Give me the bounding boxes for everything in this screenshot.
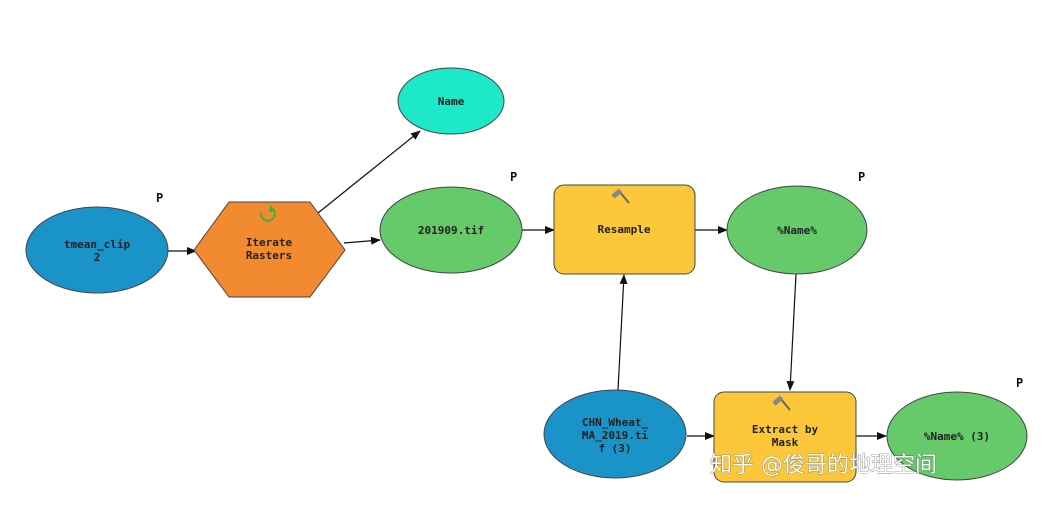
iterate-arrow-icon	[259, 205, 276, 222]
node-name-variable[interactable]: %Name%	[726, 185, 868, 275]
node-tmean-clip[interactable]: tmean_clip 2	[25, 206, 169, 294]
node-name-variable-3-marker: P	[1016, 376, 1023, 390]
connector-namevar-to-extract	[786, 273, 797, 391]
node-name-variable-label: %Name%	[777, 224, 817, 237]
node-name-variable-marker: P	[858, 170, 865, 184]
watermark-text: 知乎 @俊哥的地理空间	[710, 453, 937, 478]
node-tmean-clip-marker: P	[156, 191, 163, 205]
node-iterate-line1: Iterate	[246, 236, 293, 249]
node-201909-tif-marker: P	[510, 170, 517, 184]
node-extract-line2: Mask	[772, 436, 799, 449]
node-tmean-clip-line2: 2	[94, 251, 101, 264]
node-name-variable-3-label: %Name% (3)	[924, 430, 990, 443]
node-resample[interactable]: Resample	[553, 184, 696, 275]
connector-iterate-to-tif	[343, 236, 381, 245]
node-iterate-line2: Rasters	[246, 249, 292, 262]
node-chn-wheat-line1: CHN_Wheat_	[582, 416, 649, 429]
node-chn-wheat[interactable]: CHN_Wheat_ MA_2019.ti f (3)	[543, 389, 687, 479]
node-chn-wheat-line3: f (3)	[598, 442, 631, 455]
connector-chn-to-resample	[617, 274, 628, 391]
hammer-icon	[611, 188, 630, 204]
node-name-variable-3[interactable]: %Name% (3)	[886, 391, 1028, 481]
node-resample-label: Resample	[598, 223, 651, 236]
node-name[interactable]: Name	[397, 67, 505, 135]
node-201909-tif-label: 201909.tif	[418, 224, 484, 237]
node-201909-tif[interactable]: 201909.tif	[379, 186, 523, 274]
node-chn-wheat-line2: MA_2019.ti	[582, 429, 649, 442]
node-extract-line1: Extract by	[752, 423, 819, 436]
node-iterate-rasters[interactable]: Iterate Rasters	[193, 201, 346, 298]
node-name-label: Name	[438, 95, 465, 108]
connector-iterate-to-name	[317, 130, 421, 214]
node-extract-by-mask[interactable]: Extract by Mask	[713, 391, 857, 483]
node-tmean-clip-line1: tmean_clip	[64, 238, 131, 251]
hammer-icon	[772, 395, 791, 411]
